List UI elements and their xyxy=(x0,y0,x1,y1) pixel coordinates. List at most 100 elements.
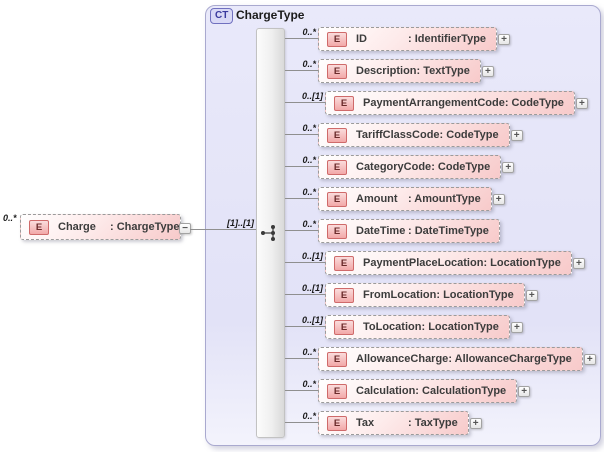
element-type: : ChargeType xyxy=(110,221,180,233)
expand-button[interactable]: + xyxy=(469,417,482,429)
child-element-row-categorycode[interactable]: 0..* E CategoryCode : CodeType + xyxy=(285,155,515,179)
root-connector-line xyxy=(190,229,256,230)
connector-lead: 0..* xyxy=(285,219,318,243)
element-box[interactable]: E PaymentPlaceLocation : LocationType xyxy=(325,251,572,275)
element-type: : DateTimeType xyxy=(408,225,489,237)
element-type: : CodeType xyxy=(504,97,564,109)
element-box[interactable]: E DateTime : DateTimeType xyxy=(318,219,500,243)
child-element-row-description[interactable]: 0..* E Description : TextType + xyxy=(285,59,494,83)
element-name: PaymentArrangementCode xyxy=(363,97,505,109)
connector-lead: 0..[1] xyxy=(285,315,325,339)
expand-button[interactable]: + xyxy=(572,257,585,269)
child-element-row-calculation[interactable]: 0..* E Calculation : CalculationType + xyxy=(285,379,531,403)
complex-type-badge-icon: CT xyxy=(210,8,234,24)
element-box[interactable]: E ToLocation : LocationType xyxy=(325,315,510,339)
connector-line xyxy=(285,262,325,263)
expand-button[interactable]: + xyxy=(525,289,538,301)
expand-button[interactable]: + xyxy=(518,385,531,397)
child-element-row-tax[interactable]: 0..* E Tax : TaxType + xyxy=(285,411,482,435)
element-box[interactable]: E Tax : TaxType xyxy=(318,411,469,435)
element-e-icon: E xyxy=(327,415,347,431)
element-box[interactable]: E AllowanceCharge : AllowanceChargeType xyxy=(318,347,583,371)
child-element-row-paymentarrangementcode[interactable]: 0..[1] E PaymentArrangementCode : CodeTy… xyxy=(285,91,588,115)
connector-lead: 0..* xyxy=(285,155,318,179)
connector-lead: 0..* xyxy=(285,187,318,211)
element-e-icon: E xyxy=(327,31,347,47)
root-occurrence-label: 0..* xyxy=(3,213,17,223)
element-type: : TaxType xyxy=(408,417,458,429)
parent-occurrence-label: [1]..[1] xyxy=(227,218,254,228)
root-element-charge[interactable]: E Charge : ChargeType xyxy=(20,214,181,240)
element-box[interactable]: E FromLocation : LocationType xyxy=(325,283,525,307)
complex-type-title: ChargeType xyxy=(236,8,305,22)
element-box[interactable]: E CategoryCode : CodeType xyxy=(318,155,502,179)
element-name: Description xyxy=(356,65,417,77)
occurrence-label: 0..[1] xyxy=(301,251,323,261)
element-box[interactable]: E Description : TextType xyxy=(318,59,481,83)
connector-line xyxy=(285,422,318,423)
element-name: ID xyxy=(356,33,367,45)
child-element-row-amount[interactable]: 0..* E Amount : AmountType + xyxy=(285,187,505,211)
expand-button[interactable]: + xyxy=(583,353,596,365)
child-element-row-id[interactable]: 0..* E ID : IdentifierType + xyxy=(285,27,511,51)
child-element-row-tolocation[interactable]: 0..[1] E ToLocation : LocationType + xyxy=(285,315,523,339)
element-type: : TextType xyxy=(416,65,470,77)
child-element-row-fromlocation[interactable]: 0..[1] E FromLocation : LocationType + xyxy=(285,283,538,307)
occurrence-label: 0..* xyxy=(302,123,316,133)
connector-lead: 0..* xyxy=(285,27,318,51)
element-name: ToLocation xyxy=(363,321,422,333)
element-e-icon: E xyxy=(334,287,354,303)
element-box[interactable]: E ID : IdentifierType xyxy=(318,27,498,51)
element-type: : LocationType xyxy=(421,321,499,333)
connector-lead: 0..* xyxy=(285,347,318,371)
element-type: : CodeType xyxy=(431,161,491,173)
occurrence-label: 0..* xyxy=(302,347,316,357)
child-element-row-paymentplacelocation[interactable]: 0..[1] E PaymentPlaceLocation : Location… xyxy=(285,251,585,275)
element-type: : CalculationType xyxy=(415,385,507,397)
element-e-icon: E xyxy=(327,191,347,207)
connector-line xyxy=(285,326,325,327)
occurrence-label: 0..[1] xyxy=(301,283,323,293)
expand-button[interactable]: + xyxy=(502,161,515,173)
connector-lead: 0..[1] xyxy=(285,251,325,275)
occurrence-label: 0..[1] xyxy=(301,315,323,325)
child-element-row-tariffclasscode[interactable]: 0..* E TariffClassCode : CodeType + xyxy=(285,123,523,147)
connector-line xyxy=(285,390,318,391)
element-box[interactable]: E PaymentArrangementCode : CodeType xyxy=(325,91,575,115)
child-element-row-datetime[interactable]: 0..* E DateTime : DateTimeType xyxy=(285,219,500,243)
expand-button[interactable]: + xyxy=(510,129,523,141)
element-e-icon: E xyxy=(327,159,347,175)
connector-lead: 0..* xyxy=(285,59,318,83)
element-box[interactable]: E Calculation : CalculationType xyxy=(318,379,518,403)
element-name: FromLocation xyxy=(363,289,437,301)
element-type: : AmountType xyxy=(408,193,481,205)
connector-line xyxy=(285,102,325,103)
element-box[interactable]: E TariffClassCode : CodeType xyxy=(318,123,510,147)
connector-line xyxy=(285,38,318,39)
connector-line xyxy=(285,134,318,135)
element-e-icon: E xyxy=(334,255,354,271)
element-name: Tax xyxy=(356,417,375,429)
child-element-row-allowancecharge[interactable]: 0..* E AllowanceCharge : AllowanceCharge… xyxy=(285,347,596,371)
element-box[interactable]: E Amount : AmountType xyxy=(318,187,492,211)
element-e-icon: E xyxy=(327,351,347,367)
connector-line xyxy=(285,294,325,295)
expand-button[interactable]: + xyxy=(498,33,511,45)
element-e-icon: E xyxy=(327,383,347,399)
element-type: : LocationType xyxy=(436,289,514,301)
connector-lead: 0..* xyxy=(285,123,318,147)
element-name: AllowanceCharge xyxy=(356,353,449,365)
occurrence-label: 0..* xyxy=(302,411,316,421)
collapse-button[interactable]: − xyxy=(179,223,191,234)
sequence-icon[interactable] xyxy=(259,223,281,243)
expand-button[interactable]: + xyxy=(492,193,505,205)
expand-button[interactable]: + xyxy=(575,97,588,109)
expand-button[interactable]: + xyxy=(510,321,523,333)
element-e-icon: E xyxy=(334,319,354,335)
element-name: TariffClassCode xyxy=(356,129,440,141)
element-name: Amount xyxy=(356,193,398,205)
element-type: : CodeType xyxy=(439,129,499,141)
connector-lead: 0..[1] xyxy=(285,283,325,307)
expand-button[interactable]: + xyxy=(481,65,494,77)
occurrence-label: 0..* xyxy=(302,379,316,389)
